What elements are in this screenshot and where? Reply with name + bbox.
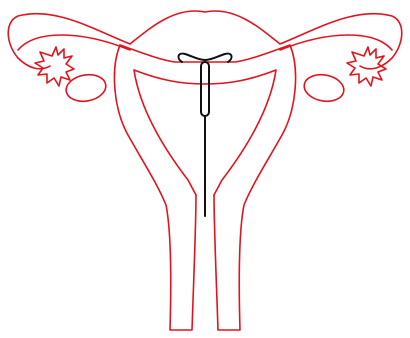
fallopian-tubes-lower xyxy=(18,35,392,50)
right-ovary xyxy=(302,72,346,105)
intrauterine-device xyxy=(178,54,231,216)
iud-arms xyxy=(178,54,231,62)
left-fimbriae xyxy=(35,47,74,86)
iud-stem xyxy=(201,62,209,116)
left-ovary xyxy=(64,72,108,105)
